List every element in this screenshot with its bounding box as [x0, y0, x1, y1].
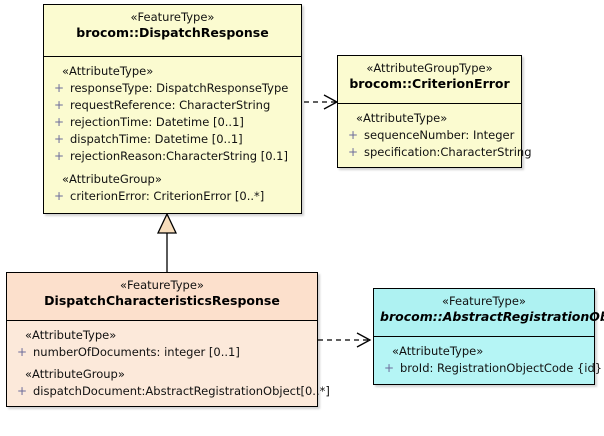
compartment-group-label: «AttributeType» [25, 328, 117, 342]
attribute-row[interactable]: + requestReference: CharacterString [48, 97, 297, 114]
class-box-abstract-registration-object[interactable]: «FeatureType» brocom::AbstractRegistrati… [373, 288, 604, 385]
class-body-abstract-registration-object: «AttributeType» + broId: RegistrationObje… [374, 337, 602, 382]
visibility-marker: + [16, 384, 28, 398]
class-body-dispatch-characteristics-response: «AttributeType» + numberOfDocuments: inte… [7, 321, 330, 405]
visibility-marker: + [383, 361, 395, 375]
class-name: brocom::DispatchResponse [76, 25, 269, 40]
class-stereotype: «FeatureType» [442, 294, 526, 308]
class-box-dispatch-characteristics-response[interactable]: «FeatureType» DispatchCharacteristicsRes… [6, 272, 330, 407]
class-box-criterion-error[interactable]: «AttributeGroupType» brocom::CriterionEr… [337, 55, 532, 168]
attribute-text: responseType: DispatchResponseType [70, 81, 289, 95]
visibility-marker: + [347, 128, 359, 142]
hollow-triangle-arrowhead [156, 212, 178, 234]
class-name: brocom::CriterionError [349, 76, 510, 91]
class-name: DispatchCharacteristicsResponse [44, 293, 280, 308]
attribute-row[interactable]: + broId: RegistrationObjectCode {id} [378, 360, 602, 377]
visibility-marker: + [347, 145, 359, 159]
open-arrowhead [356, 332, 372, 348]
attribute-text: broId: RegistrationObjectCode {id} [400, 361, 603, 375]
class-stereotype: «FeatureType» [130, 10, 215, 24]
class-body-criterion-error: «AttributeType» + sequenceNumber: Integer… [338, 104, 532, 166]
class-stereotype: «FeatureType» [120, 278, 204, 292]
dependency-characteristics-to-abstractregistrationobject [318, 330, 376, 350]
compartment-group-label: «AttributeGroup» [62, 172, 162, 186]
compartment-group-label: «AttributeType» [356, 111, 448, 125]
attribute-row[interactable]: + criterionError: CriterionError [0..*] [48, 188, 297, 205]
dependency-dispatchresponse-to-criterionerror [295, 92, 343, 112]
attribute-text: rejectionReason:CharacterString [0.1] [70, 149, 288, 163]
compartment-group-label: «AttributeType» [392, 344, 484, 358]
visibility-marker: + [16, 345, 28, 359]
attribute-row[interactable]: + dispatchTime: Datetime [0..1] [48, 131, 297, 148]
attribute-text: numberOfDocuments: integer [0..1] [33, 345, 240, 359]
attribute-row[interactable]: + numberOfDocuments: integer [0..1] [11, 344, 313, 361]
attribute-row[interactable]: + responseType: DispatchResponseType [48, 80, 297, 97]
attribute-text: requestReference: CharacterString [70, 98, 271, 112]
visibility-marker: + [53, 189, 65, 203]
class-body-dispatch-response: «AttributeType» + responseType: DispatchR… [44, 57, 301, 210]
attribute-text: specification:CharacterString [364, 145, 532, 159]
visibility-marker: + [53, 149, 65, 163]
visibility-marker: + [53, 132, 65, 146]
attribute-text: criterionError: CriterionError [0..*] [70, 189, 265, 203]
class-box-dispatch-response[interactable]: «FeatureType» brocom::DispatchResponse «… [43, 4, 302, 214]
attribute-text: rejectionTime: Datetime [0..1] [70, 115, 244, 129]
class-header-abstract-registration-object: «FeatureType» brocom::AbstractRegistrati… [374, 289, 604, 337]
attribute-text: dispatchDocument:AbstractRegistrationObj… [33, 384, 330, 398]
class-header-criterion-error: «AttributeGroupType» brocom::CriterionEr… [338, 56, 521, 104]
attribute-row[interactable]: + sequenceNumber: Integer [342, 127, 517, 144]
class-stereotype: «AttributeGroupType» [366, 61, 493, 75]
visibility-marker: + [53, 98, 65, 112]
class-name: brocom::AbstractRegistrationObject [380, 309, 604, 324]
attribute-row[interactable]: + rejectionTime: Datetime [0..1] [48, 114, 297, 131]
visibility-marker: + [53, 115, 65, 129]
attribute-row[interactable]: + rejectionReason:CharacterString [0.1] [48, 148, 297, 165]
compartment-group-label: «AttributeType» [62, 64, 154, 78]
class-header-dispatch-characteristics-response: «FeatureType» DispatchCharacteristicsRes… [7, 273, 317, 321]
attribute-row[interactable]: + dispatchDocument:AbstractRegistrationOb… [11, 383, 330, 400]
attribute-row[interactable]: + specification:CharacterString [342, 144, 532, 161]
attribute-text: sequenceNumber: Integer [364, 128, 515, 142]
visibility-marker: + [53, 81, 65, 95]
generalization-characteristics-to-dispatchresponse [152, 211, 182, 275]
compartment-group-label: «AttributeGroup» [25, 367, 125, 381]
attribute-text: dispatchTime: Datetime [0..1] [70, 132, 243, 146]
class-header-dispatch-response: «FeatureType» brocom::DispatchResponse [44, 5, 301, 57]
